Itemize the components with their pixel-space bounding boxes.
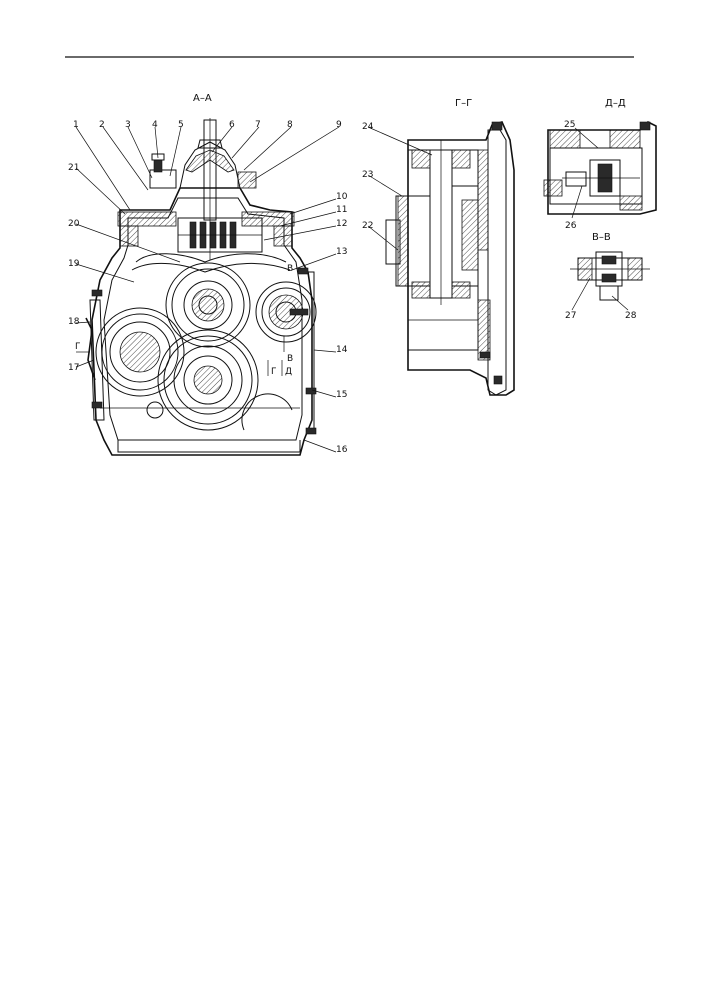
callout-26: 26 [565,221,577,231]
callout-5: 5 [178,120,184,130]
callout-28: 28 [625,311,637,321]
callout-4: 4 [152,120,158,130]
section-aa-drawing [76,118,317,456]
section-vv-drawing [570,251,650,301]
callout-20: 20 [68,219,80,229]
callout-24: 24 [362,122,374,132]
callout-7: 7 [255,120,261,130]
section-title-gg: Г–Г [455,98,472,109]
cut-mark-v-lower: В [287,354,293,364]
callout-3: 3 [125,120,131,130]
section-gg-drawing [385,121,515,396]
callout-6: 6 [229,120,235,130]
callouts-aa [75,126,340,453]
callout-1: 1 [73,120,79,130]
callout-11: 11 [336,205,347,215]
callout-22: 22 [362,221,373,231]
cut-mark-v-right: В [287,264,293,274]
callouts-gg [367,126,433,251]
callout-27: 27 [565,311,576,321]
callout-19: 19 [68,259,80,269]
callout-10: 10 [336,192,348,202]
callout-25: 25 [564,120,575,130]
callout-13: 13 [336,247,347,257]
callout-17: 17 [68,363,79,373]
section-title-vv: В–В [592,232,611,243]
callout-8: 8 [287,120,293,130]
callout-14: 14 [336,345,348,355]
callout-15: 15 [336,390,347,400]
callout-18: 18 [68,317,80,327]
cut-mark-d-mid: Д [285,367,292,377]
callouts-dd [571,127,599,219]
cut-mark-g-left: Г [75,342,81,352]
callout-16: 16 [336,445,348,455]
section-title-aa: А–А [193,93,212,104]
section-dd-drawing [543,121,657,215]
callout-12: 12 [336,219,347,229]
section-title-dd: Д–Д [605,98,626,109]
callout-21: 21 [68,163,79,173]
cut-mark-g-mid: Г [271,367,277,377]
callout-2: 2 [99,120,105,130]
callout-23: 23 [362,170,373,180]
callout-9: 9 [336,120,342,130]
callouts-vv [571,277,629,311]
